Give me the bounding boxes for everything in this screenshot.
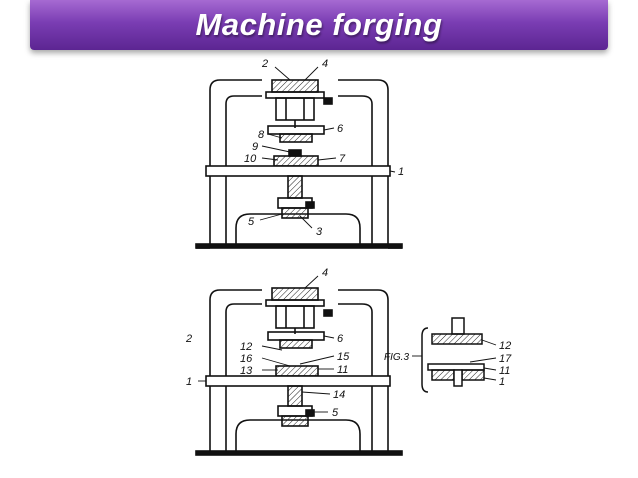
- fig3-label-1: 1: [499, 376, 505, 388]
- label-3: 3: [316, 226, 323, 238]
- slide-title: Machine forging: [195, 7, 443, 42]
- fig3-label-17: 17: [499, 353, 512, 365]
- label-fig2-fragment: 2: [185, 333, 192, 345]
- label-16b: 16: [240, 353, 253, 365]
- label-6: 6: [337, 123, 344, 135]
- label-14b: 14: [333, 389, 345, 401]
- label-4b: 4: [322, 267, 328, 279]
- fig3-label-11: 11: [499, 365, 510, 377]
- figure-three: [421, 317, 485, 393]
- label-2: 2: [261, 58, 268, 70]
- label-4: 4: [322, 58, 328, 70]
- upper-ram: [271, 79, 319, 93]
- upper-die: [267, 125, 325, 135]
- label-10: 10: [244, 153, 257, 165]
- label-7: 7: [339, 153, 346, 165]
- fig3-label-12: 12: [499, 340, 511, 352]
- label-5: 5: [248, 216, 255, 228]
- figure-bottom: [195, 287, 403, 456]
- label-8: 8: [258, 129, 265, 141]
- label-5b: 5: [332, 407, 339, 419]
- label-1b: 1: [186, 376, 192, 388]
- label-11b: 11: [337, 364, 348, 376]
- label-9: 9: [252, 141, 258, 153]
- label-15b: 15: [337, 351, 350, 363]
- label-12b: 12: [240, 341, 252, 353]
- label-13b: 13: [240, 365, 253, 377]
- figure-top: [195, 79, 403, 249]
- title-banner: Machine forging: [30, 0, 608, 50]
- label-1: 1: [398, 166, 404, 178]
- fig3-caption: FIG.3: [384, 352, 409, 363]
- label-6b: 6: [337, 333, 344, 345]
- frame-top: [209, 79, 389, 248]
- table-plate: [205, 165, 391, 177]
